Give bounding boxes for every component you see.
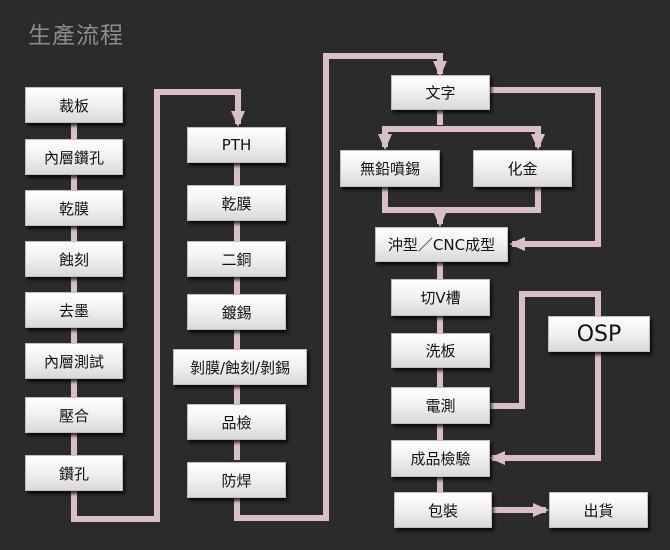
step-packaging: 包裝 [394,492,492,528]
connector-osp-to-final [489,352,601,465]
connector-enig-merge [440,187,541,213]
step-punch-cnc: 沖型／CNC成型 [375,227,508,262]
step-legend-print: 文字 [391,75,490,110]
step-osp: OSP [548,316,650,352]
step-dry-film-1: 乾膜 [25,190,123,226]
step-copper-2: 二銅 [187,241,286,277]
step-pth: PTH [187,127,286,163]
step-shipping: 出貨 [549,492,648,528]
step-dry-film-2: 乾膜 [187,185,286,221]
step-v-cut: 切V槽 [391,279,490,316]
step-wash: 洗板 [391,333,490,368]
step-drill: 鑽孔 [25,455,123,491]
step-inspection: 品檢 [187,404,286,440]
step-solder-mask: 防焊 [187,462,286,498]
step-electrical-test: 電測 [391,387,490,424]
step-cut-board: 裁板 [25,87,123,123]
step-strip-etch-strip: 剝膜/蝕刻/剝錫 [173,349,307,385]
connector-to-hasl [378,126,440,150]
step-inner-test: 內層測試 [25,343,123,379]
connector-solder-mask-to-legend [234,53,447,521]
connector-legend-to-punch [490,87,601,251]
step-hasl-lead-free: 無鉛噴錫 [340,150,440,187]
connector-hasl-merge [382,187,440,213]
step-strip-ink: 去墨 [25,292,123,328]
step-inner-drill: 內層鑽孔 [25,139,123,175]
step-etch: 蝕刻 [25,241,123,277]
connector-to-enig [440,126,545,150]
connector-drill-to-pth [71,89,245,522]
step-enig: 化金 [473,150,572,187]
step-final-inspection: 成品檢驗 [391,440,490,477]
step-tin-plating: 鍍錫 [187,294,286,330]
connector-test-to-osp [490,291,601,409]
step-lamination: 壓合 [25,397,123,433]
page-title: 生產流程 [28,23,124,49]
